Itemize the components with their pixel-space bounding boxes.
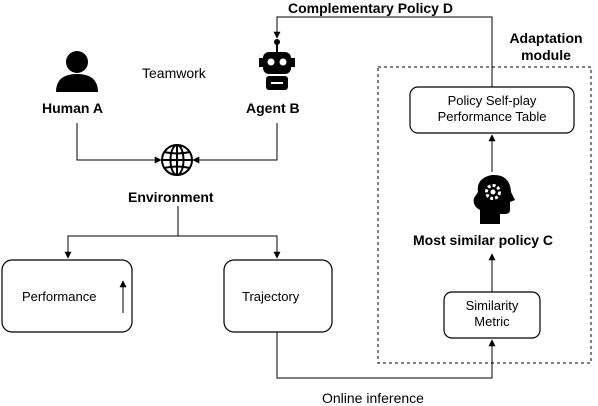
similarity-line1: Similarity xyxy=(465,298,519,313)
agent-label: Agent B xyxy=(246,100,300,116)
adaptation-module-region xyxy=(377,66,592,364)
head-gear-icon xyxy=(473,174,515,224)
connectors xyxy=(64,16,496,379)
similarity-metric-label: Similarity Metric xyxy=(444,298,540,330)
policy-table-line2: Performance Table xyxy=(437,109,547,124)
environment-to-performance-arrow xyxy=(64,235,178,259)
policy-table-label: Policy Self-play Performance Table xyxy=(410,93,574,125)
environment-label: Environment xyxy=(128,189,214,205)
table-to-agent-arrow xyxy=(273,16,493,87)
adaptation-line2: module xyxy=(521,47,571,63)
human-label: Human A xyxy=(42,100,103,116)
agent-to-environment-arrow xyxy=(192,123,278,164)
human-to-environment-arrow xyxy=(76,123,162,164)
online-inference-label: Online inference xyxy=(322,390,424,406)
adaptation-line1: Adaptation xyxy=(509,30,583,46)
most-similar-label: Most similar policy C xyxy=(413,232,554,248)
trajectory-box xyxy=(223,259,333,333)
teamwork-label: Teamwork xyxy=(142,65,206,81)
performance-box xyxy=(1,259,133,333)
trajectory-to-metric-arrow xyxy=(276,332,496,379)
similarity-line2: Metric xyxy=(474,314,510,329)
person-icon xyxy=(56,51,98,92)
environment-to-trajectory-arrow xyxy=(178,235,281,259)
trajectory-label: Trajectory xyxy=(242,289,300,304)
robot-icon xyxy=(259,39,295,90)
adaptation-module-label: Adaptation module xyxy=(499,30,593,64)
diagram-title: Complementary Policy D xyxy=(288,0,453,16)
policy-table-line1: Policy Self-play xyxy=(447,93,537,108)
performance-label: Performance xyxy=(22,289,97,304)
globe-icon xyxy=(161,144,193,176)
